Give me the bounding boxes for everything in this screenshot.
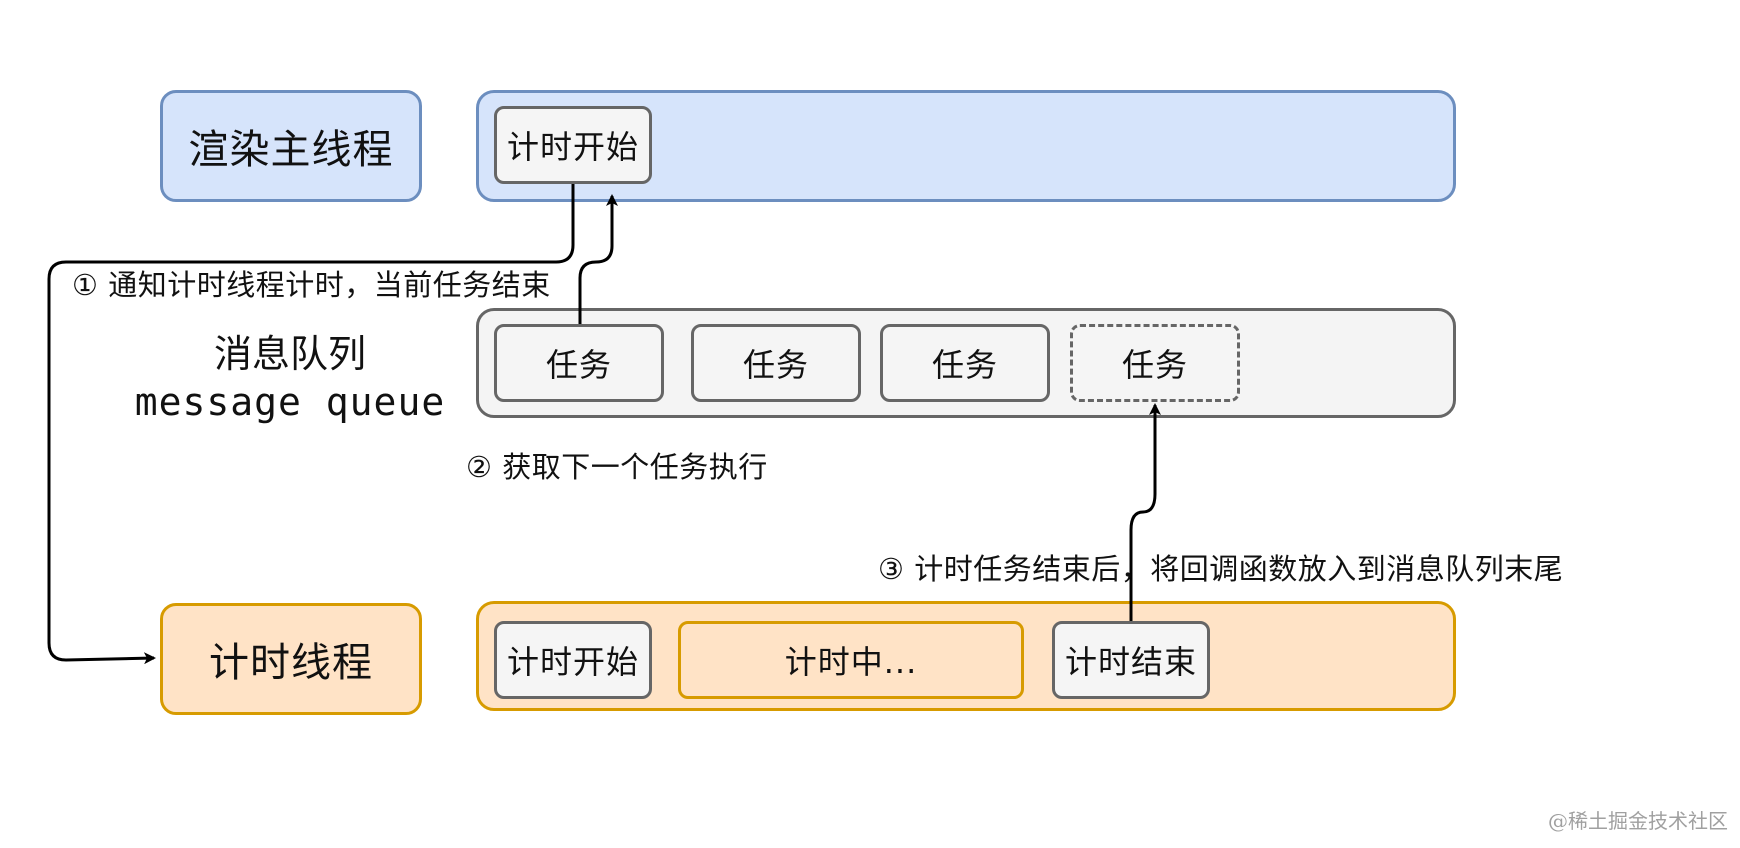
render-thread-label-box: 渲染主线程: [160, 90, 422, 202]
queue-task-4-label: 任务: [1121, 346, 1188, 384]
queue-task-3-label: 任务: [931, 346, 998, 384]
timer-end-label: 计时结束: [1064, 643, 1197, 681]
message-queue-title: 消息队列 message queue: [90, 330, 490, 426]
queue-task-3: 任务: [880, 324, 1050, 402]
message-queue-title-en: message queue: [134, 380, 446, 424]
timer-start-label: 计时开始: [506, 643, 639, 681]
timer-thread-label-box: 计时线程: [160, 603, 422, 715]
step-1-annotation: ① 通知计时线程计时，当前任务结束: [72, 268, 551, 302]
queue-task-1-label: 任务: [545, 346, 612, 384]
queue-task-2: 任务: [691, 324, 861, 402]
edge-enqueue-callback: [1129, 403, 1161, 621]
step-3-annotation: ③ 计时任务结束后，将回调函数放入到消息队列末尾: [878, 552, 1564, 586]
timer-running-chip: 计时中...: [678, 621, 1024, 699]
edge-fetch-next-task: [578, 194, 618, 324]
render-timer-start-chip: 计时开始: [494, 106, 652, 184]
timer-start-chip: 计时开始: [494, 621, 652, 699]
timer-running-label: 计时中...: [784, 643, 918, 681]
watermark: @稀土掘金技术社区: [1548, 809, 1728, 833]
timer-end-chip: 计时结束: [1052, 621, 1210, 699]
render-timer-start-label: 计时开始: [506, 128, 639, 166]
step-2-annotation: ② 获取下一个任务执行: [466, 450, 768, 484]
render-thread-label: 渲染主线程: [188, 127, 394, 173]
queue-task-2-label: 任务: [742, 346, 809, 384]
timer-thread-label: 计时线程: [209, 640, 373, 686]
message-queue-title-cn: 消息队列: [213, 332, 366, 376]
queue-task-1: 任务: [494, 324, 664, 402]
queue-task-4-pending: 任务: [1070, 324, 1240, 402]
